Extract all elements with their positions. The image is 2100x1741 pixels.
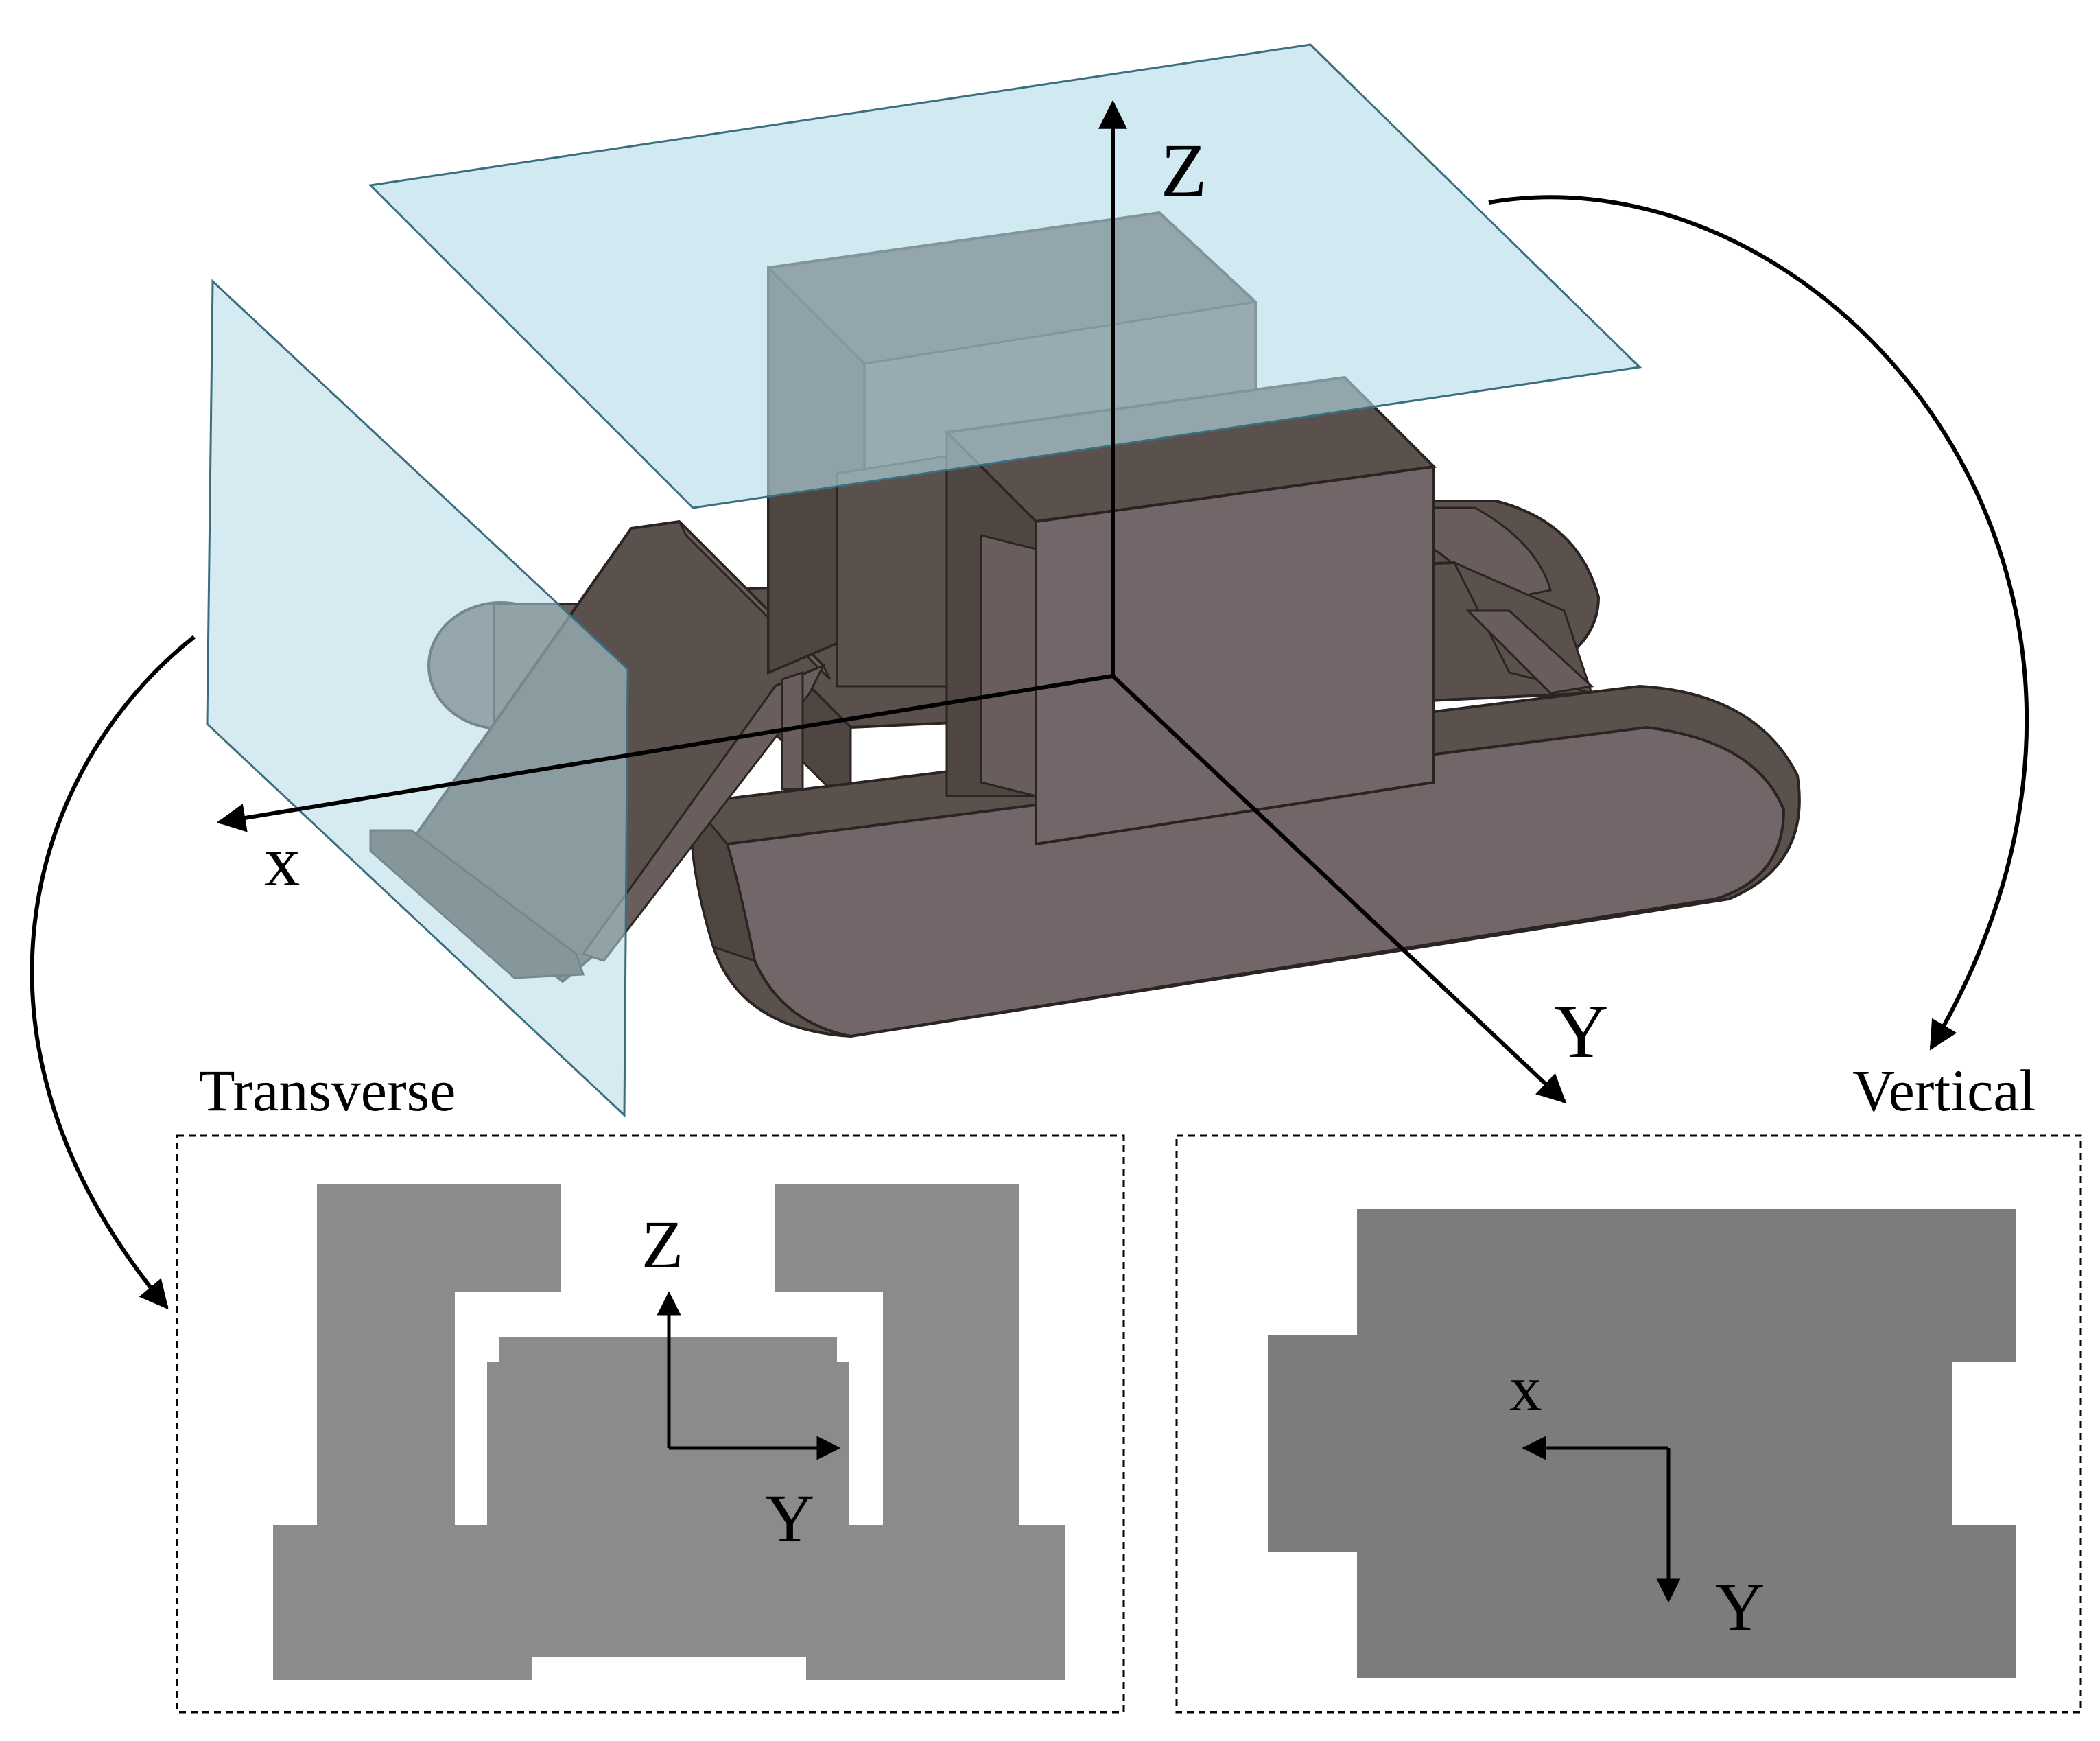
vertical-y-label: Y (1715, 1569, 1765, 1645)
vertical-x-label: x (1509, 1352, 1542, 1425)
transverse-z-label: Z (641, 1206, 683, 1283)
vertical-cross-section (1268, 1209, 2016, 1678)
x-axis-line (216, 674, 1113, 832)
axes-3d: Z x Y (216, 100, 1608, 1103)
curved-arrow-icon (1488, 195, 2029, 1051)
transverse-y-label: Y (765, 1480, 814, 1556)
y-axis-line (1111, 674, 1567, 1103)
vertical-section-panel: x Y (1175, 1134, 2082, 1714)
x-axis-label: x (264, 821, 300, 901)
y-axis-label: Y (1554, 990, 1608, 1073)
transverse-section-panel: Z Y (176, 1134, 1125, 1714)
vertical-title: Vertical (1852, 1058, 2036, 1123)
transverse-title: Transverse (199, 1058, 456, 1123)
transverse-cut-plane (206, 279, 629, 1118)
z-axis-label: Z (1161, 128, 1207, 212)
curved-arrow-icon (30, 635, 196, 1310)
vertical-cut-plane (368, 43, 1642, 509)
